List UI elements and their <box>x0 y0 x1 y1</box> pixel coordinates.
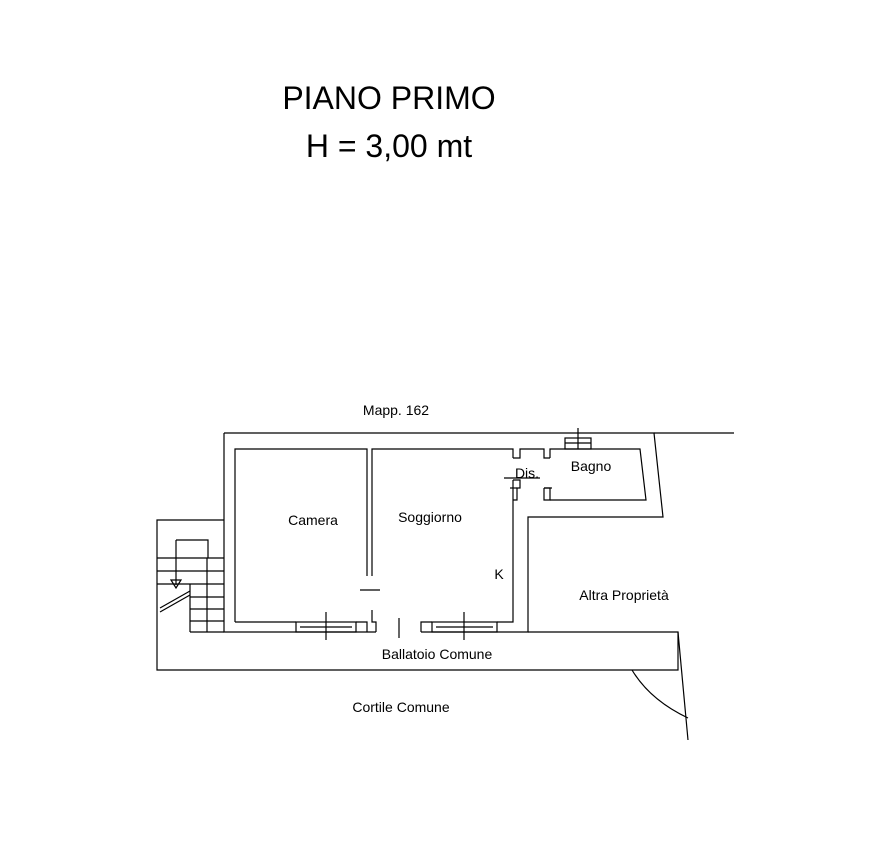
staircase <box>156 519 689 741</box>
courtyard-label: Cortile Comune <box>352 699 449 715</box>
windows <box>295 428 592 640</box>
room-label-dis: Dis. <box>515 465 539 481</box>
height-label: H = 3,00 mt <box>305 128 473 164</box>
floor-title: PIANO PRIMO <box>282 80 496 116</box>
room-label-soggiorno: Soggiorno <box>398 509 462 525</box>
interior-walls <box>234 448 647 638</box>
other-property-label: Altra Proprietà <box>579 587 669 603</box>
kitchen-label: K <box>494 566 504 582</box>
balcony-label: Ballatoio Comune <box>382 646 493 662</box>
room-label-camera: Camera <box>288 512 338 528</box>
parcel-label: Mapp. 162 <box>363 402 429 418</box>
room-label-bagno: Bagno <box>571 458 612 474</box>
